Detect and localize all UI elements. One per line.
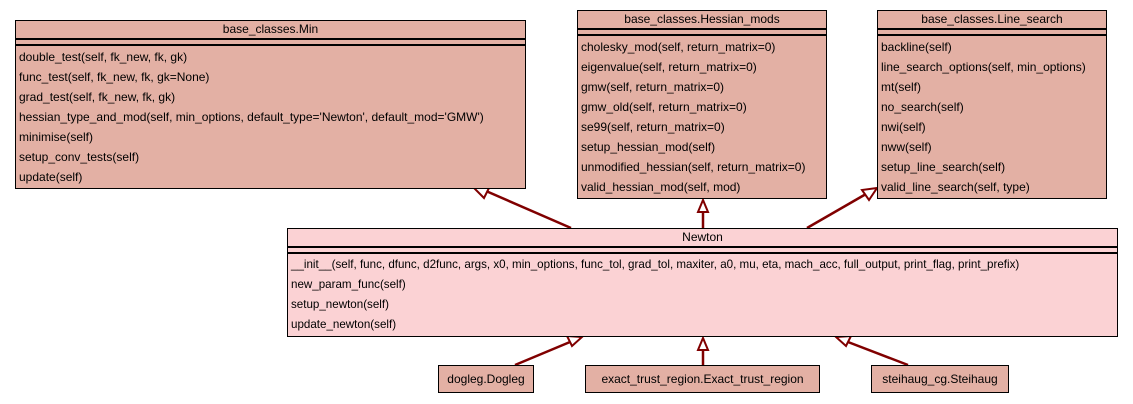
method: grad_test(self, fk_new, fk, gk) [19,90,176,104]
method: nww(self) [881,140,932,154]
method: unmodified_hessian(self, return_matrix=0… [581,160,806,174]
class-title: base_classes.Line_search [878,11,1106,30]
class-title: dogleg.Dogleg [447,372,525,386]
method: se99(self, return_matrix=0) [581,120,725,134]
class-title: base_classes.Hessian_mods [578,11,826,30]
method: valid_hessian_mod(self, mod) [581,180,741,194]
class-title: Newton [288,229,1117,248]
method: line_search_options(self, min_options) [881,60,1086,74]
method: setup_line_search(self) [881,160,1006,174]
class-title: base_classes.Min [16,21,525,40]
class-base-classes-hessian-mods[interactable]: base_classes.Hessian_mods cholesky_mod(s… [577,10,827,199]
method: setup_conv_tests(self) [19,150,140,164]
method: nwi(self) [881,120,926,134]
edge-newton-line-search [806,192,867,230]
method: setup_hessian_mod(self) [581,140,716,154]
class-base-classes-min[interactable]: base_classes.Min double_test(self, fk_ne… [15,20,526,189]
methods-compartment: cholesky_mod(self, return_matrix=0) eige… [578,36,826,198]
method: cholesky_mod(self, return_matrix=0) [581,40,776,54]
method: double_test(self, fk_new, fk, gk) [19,50,188,64]
class-dogleg[interactable]: dogleg.Dogleg [438,365,534,393]
arrowhead-exact [696,335,710,351]
arrowhead-line-search [860,186,880,202]
class-title: exact_trust_region.Exact_trust_region [601,372,804,386]
class-base-classes-line-search[interactable]: base_classes.Line_search backline(self) … [877,10,1107,199]
methods-compartment: __init__(self, func, dfunc, d2func, args… [288,254,1117,336]
method: backline(self) [881,40,952,54]
edge-dogleg-newton [514,340,571,367]
methods-compartment: double_test(self, fk_new, fk, gk) func_t… [16,46,525,188]
method: update_newton(self) [291,318,397,331]
attributes-compartment [288,248,1117,254]
edge-steihaug-newton [847,340,909,367]
method: valid_line_search(self, type) [881,180,1030,194]
class-exact-trust-region[interactable]: exact_trust_region.Exact_trust_region [585,365,820,393]
attributes-compartment [878,30,1106,36]
arrowhead-hessian-mods [696,197,710,213]
method: new_param_func(self) [291,278,406,291]
arrowhead-steihaug [833,334,853,348]
method: mt(self) [881,80,921,94]
method: hessian_type_and_mod(self, min_options, … [19,110,484,124]
class-newton[interactable]: Newton __init__(self, func, dfunc, d2fun… [287,228,1118,337]
method: gmw(self, return_matrix=0) [581,80,725,94]
class-title: steihaug_cg.Steihaug [882,372,998,386]
attributes-compartment [578,30,826,36]
method: func_test(self, fk_new, fk, gk=None) [19,70,210,84]
methods-compartment: backline(self) line_search_options(self,… [878,36,1106,198]
method: eigenvalue(self, return_matrix=0) [581,60,757,74]
method: update(self) [19,170,83,184]
method: setup_newton(self) [291,298,389,311]
class-steihaug[interactable]: steihaug_cg.Steihaug [871,365,1009,393]
method: __init__(self, func, dfunc, d2func, args… [291,258,1020,271]
arrowhead-dogleg [565,334,585,348]
method: gmw_old(self, return_matrix=0) [581,100,747,114]
method: minimise(self) [19,130,94,144]
attributes-compartment [16,40,525,46]
edge-newton-min [485,189,572,230]
method: no_search(self) [881,100,964,114]
